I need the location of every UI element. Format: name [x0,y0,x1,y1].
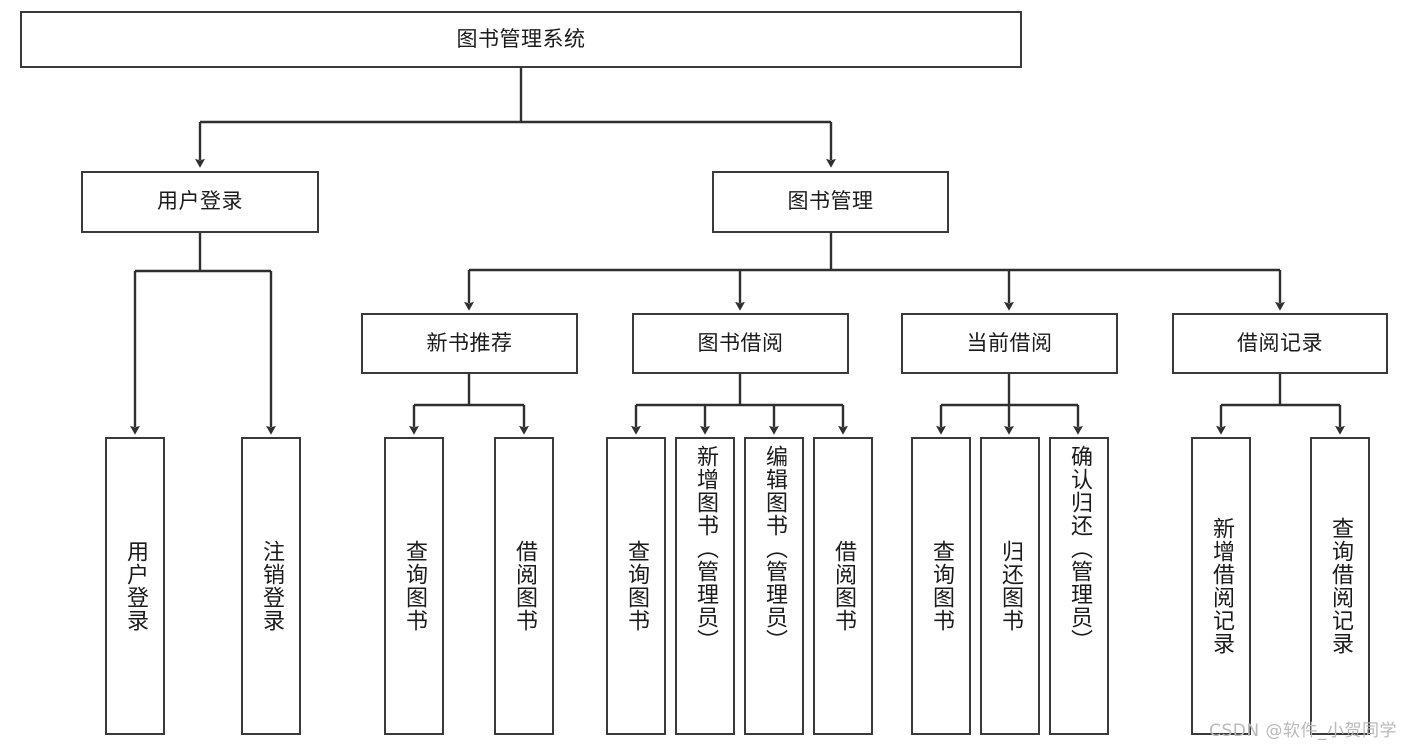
node-leaf-book-borrow-query[interactable]: 查询图书 [606,437,666,735]
node-root-system-label: 图书管理系统 [456,26,586,51]
node-root-system[interactable]: 图书管理系统 [20,11,1022,68]
node-leaf-current-borrow-return-label: 归还图书 [997,540,1023,632]
node-leaf-book-borrow-borrow[interactable]: 借阅图书 [813,437,873,735]
node-leaf-book-borrow-edit-label: 编辑图书（管理员） [761,445,787,652]
node-leaf-current-borrow-query-label: 查询图书 [928,540,954,632]
node-leaf-user-login-logout[interactable]: 注销登录 [241,437,301,735]
node-user-login-label: 用户登录 [157,189,243,214]
node-book-management[interactable]: 图书管理 [712,171,949,233]
node-leaf-new-book-query[interactable]: 查询图书 [384,437,444,735]
node-leaf-current-borrow-return[interactable]: 归还图书 [980,437,1040,735]
node-leaf-borrow-record-query-label: 查询借阅记录 [1327,517,1353,655]
node-leaf-user-login-logout-label: 注销登录 [258,540,284,632]
node-leaf-book-borrow-query-label: 查询图书 [623,540,649,632]
node-leaf-new-book-borrow-label: 借阅图书 [511,540,537,632]
watermark-text: CSDN @软件_小贺同学 [1209,721,1397,741]
node-leaf-book-borrow-edit[interactable]: 编辑图书（管理员） [744,437,804,735]
node-current-borrow-label: 当前借阅 [966,330,1053,355]
node-leaf-borrow-record-add[interactable]: 新增借阅记录 [1191,437,1251,735]
node-leaf-new-book-borrow[interactable]: 借阅图书 [494,437,554,735]
node-user-login[interactable]: 用户登录 [81,171,319,233]
node-leaf-current-borrow-confirm[interactable]: 确认归还（管理员） [1049,437,1109,735]
node-leaf-user-login-login-label: 用户登录 [122,540,148,632]
node-book-borrow[interactable]: 图书借阅 [632,313,849,374]
node-new-book-recommend[interactable]: 新书推荐 [361,313,578,374]
node-leaf-book-borrow-add[interactable]: 新增图书（管理员） [675,437,735,735]
node-leaf-borrow-record-query[interactable]: 查询借阅记录 [1310,437,1370,735]
node-borrow-record-label: 借阅记录 [1237,330,1323,355]
node-borrow-record[interactable]: 借阅记录 [1172,313,1388,374]
node-leaf-book-borrow-borrow-label: 借阅图书 [830,540,856,632]
node-book-management-label: 图书管理 [787,189,874,214]
node-leaf-current-borrow-confirm-label: 确认归还（管理员） [1066,445,1092,652]
node-book-borrow-label: 图书借阅 [697,330,784,355]
node-leaf-book-borrow-add-label: 新增图书（管理员） [692,445,718,652]
node-leaf-user-login-login[interactable]: 用户登录 [105,437,165,735]
node-current-borrow[interactable]: 当前借阅 [901,313,1118,374]
node-leaf-borrow-record-add-label: 新增借阅记录 [1208,517,1234,655]
node-leaf-current-borrow-query[interactable]: 查询图书 [911,437,971,735]
node-leaf-new-book-query-label: 查询图书 [401,540,427,632]
node-new-book-recommend-label: 新书推荐 [426,330,513,355]
